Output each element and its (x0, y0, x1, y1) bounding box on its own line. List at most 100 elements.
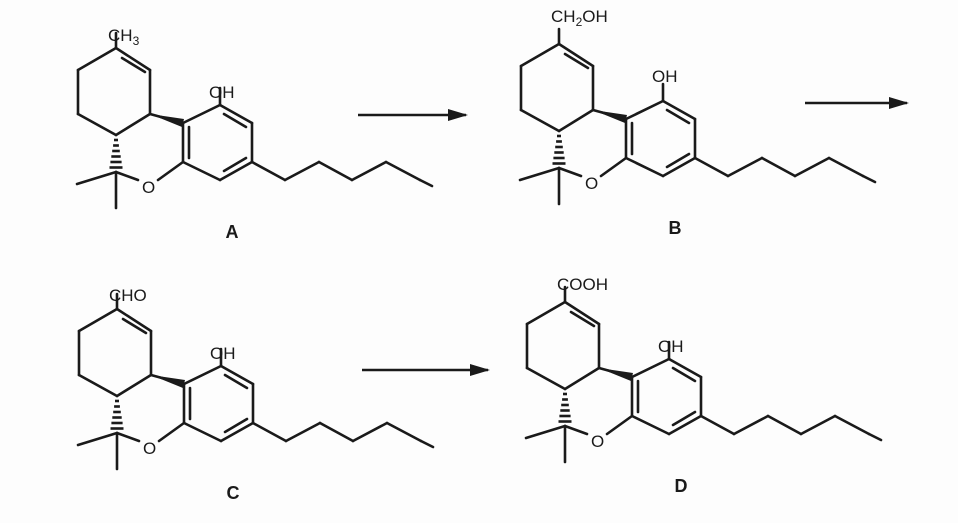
bond (350, 160, 388, 182)
bond (867, 432, 883, 442)
hydroxyl-label: OH (210, 344, 236, 363)
wedge-bond (151, 375, 185, 388)
bond (222, 156, 248, 173)
bond (76, 431, 119, 447)
bond (793, 156, 831, 178)
bond (219, 421, 255, 443)
bond (563, 366, 601, 391)
bond (519, 42, 561, 68)
bond (518, 166, 561, 182)
bond (760, 156, 797, 178)
wedge-bond (599, 368, 633, 381)
bond (563, 424, 589, 436)
bond (693, 156, 730, 178)
molecule-c: CHO OH O C (76, 286, 435, 503)
hydroxyl-label: OH (652, 67, 678, 86)
wedge-bond (593, 110, 627, 123)
bond (419, 439, 435, 449)
bond (827, 156, 865, 178)
bond (351, 421, 389, 443)
compound-label: B (669, 218, 682, 238)
bond (114, 46, 152, 72)
bond (115, 307, 153, 333)
molecule-d: COOH OH O D (524, 275, 883, 496)
hydroxyl-label: OH (209, 83, 235, 102)
bond (250, 160, 287, 182)
molecule-skeleton (518, 27, 877, 206)
bond (667, 414, 703, 436)
bond (218, 160, 254, 182)
bond (317, 160, 354, 182)
bond (833, 414, 871, 436)
bond (182, 364, 223, 386)
bond (525, 300, 567, 326)
bond (799, 414, 837, 436)
bond (665, 108, 691, 125)
bond (630, 357, 671, 379)
bond (605, 414, 634, 436)
substituent-label: CH3 (108, 26, 140, 48)
bond (218, 103, 254, 125)
bond (525, 366, 567, 391)
bond (157, 421, 186, 443)
bond (114, 112, 152, 137)
compound-label: A (226, 222, 239, 242)
bond (671, 366, 697, 383)
bond (283, 160, 321, 182)
bond (699, 414, 736, 436)
molecule-b: CH2OH OH O B (518, 7, 877, 238)
bond (75, 170, 118, 186)
bond (219, 364, 255, 386)
bond (115, 373, 153, 398)
bond (519, 108, 561, 133)
bond (861, 174, 877, 184)
substituent-label: COOH (557, 275, 608, 294)
substituent-label: CH2OH (551, 7, 608, 29)
bond (624, 99, 665, 121)
compound-label: D (675, 476, 688, 496)
compound-label: C (227, 483, 240, 503)
molecule-a: CH3 OH O A (75, 26, 434, 242)
molecule-skeleton (75, 31, 434, 210)
bond (661, 99, 697, 121)
molecule-skeleton (524, 285, 883, 464)
bond (76, 46, 118, 72)
wedge-bond (150, 114, 184, 127)
bond (557, 42, 595, 68)
substituent-label: CHO (109, 286, 147, 305)
ring-oxygen-label: O (143, 439, 156, 458)
bond (223, 373, 249, 390)
bond (384, 160, 422, 182)
bond (181, 160, 222, 182)
molecule-skeleton (76, 292, 435, 471)
bond (599, 156, 628, 178)
bond (77, 307, 119, 333)
bond (385, 421, 423, 443)
bond (563, 52, 590, 70)
bond (318, 421, 355, 443)
bond (726, 156, 764, 178)
bond (557, 108, 595, 133)
bond (223, 417, 249, 434)
ring-oxygen-label: O (142, 178, 155, 197)
bond (671, 410, 697, 427)
bond (569, 310, 596, 328)
bond (77, 373, 119, 398)
bond (284, 421, 322, 443)
bond (732, 414, 770, 436)
hydroxyl-label: OH (658, 337, 684, 356)
bond (563, 300, 601, 326)
bond (222, 112, 248, 129)
bond (121, 317, 148, 335)
bond (667, 357, 703, 379)
bond (156, 160, 185, 182)
bond (114, 170, 140, 182)
bond (251, 421, 288, 443)
ring-oxygen-label: O (591, 432, 604, 451)
bond (557, 166, 583, 178)
bond (524, 424, 567, 440)
bond (120, 56, 147, 74)
ring-oxygen-label: O (585, 174, 598, 193)
bond (630, 414, 671, 436)
